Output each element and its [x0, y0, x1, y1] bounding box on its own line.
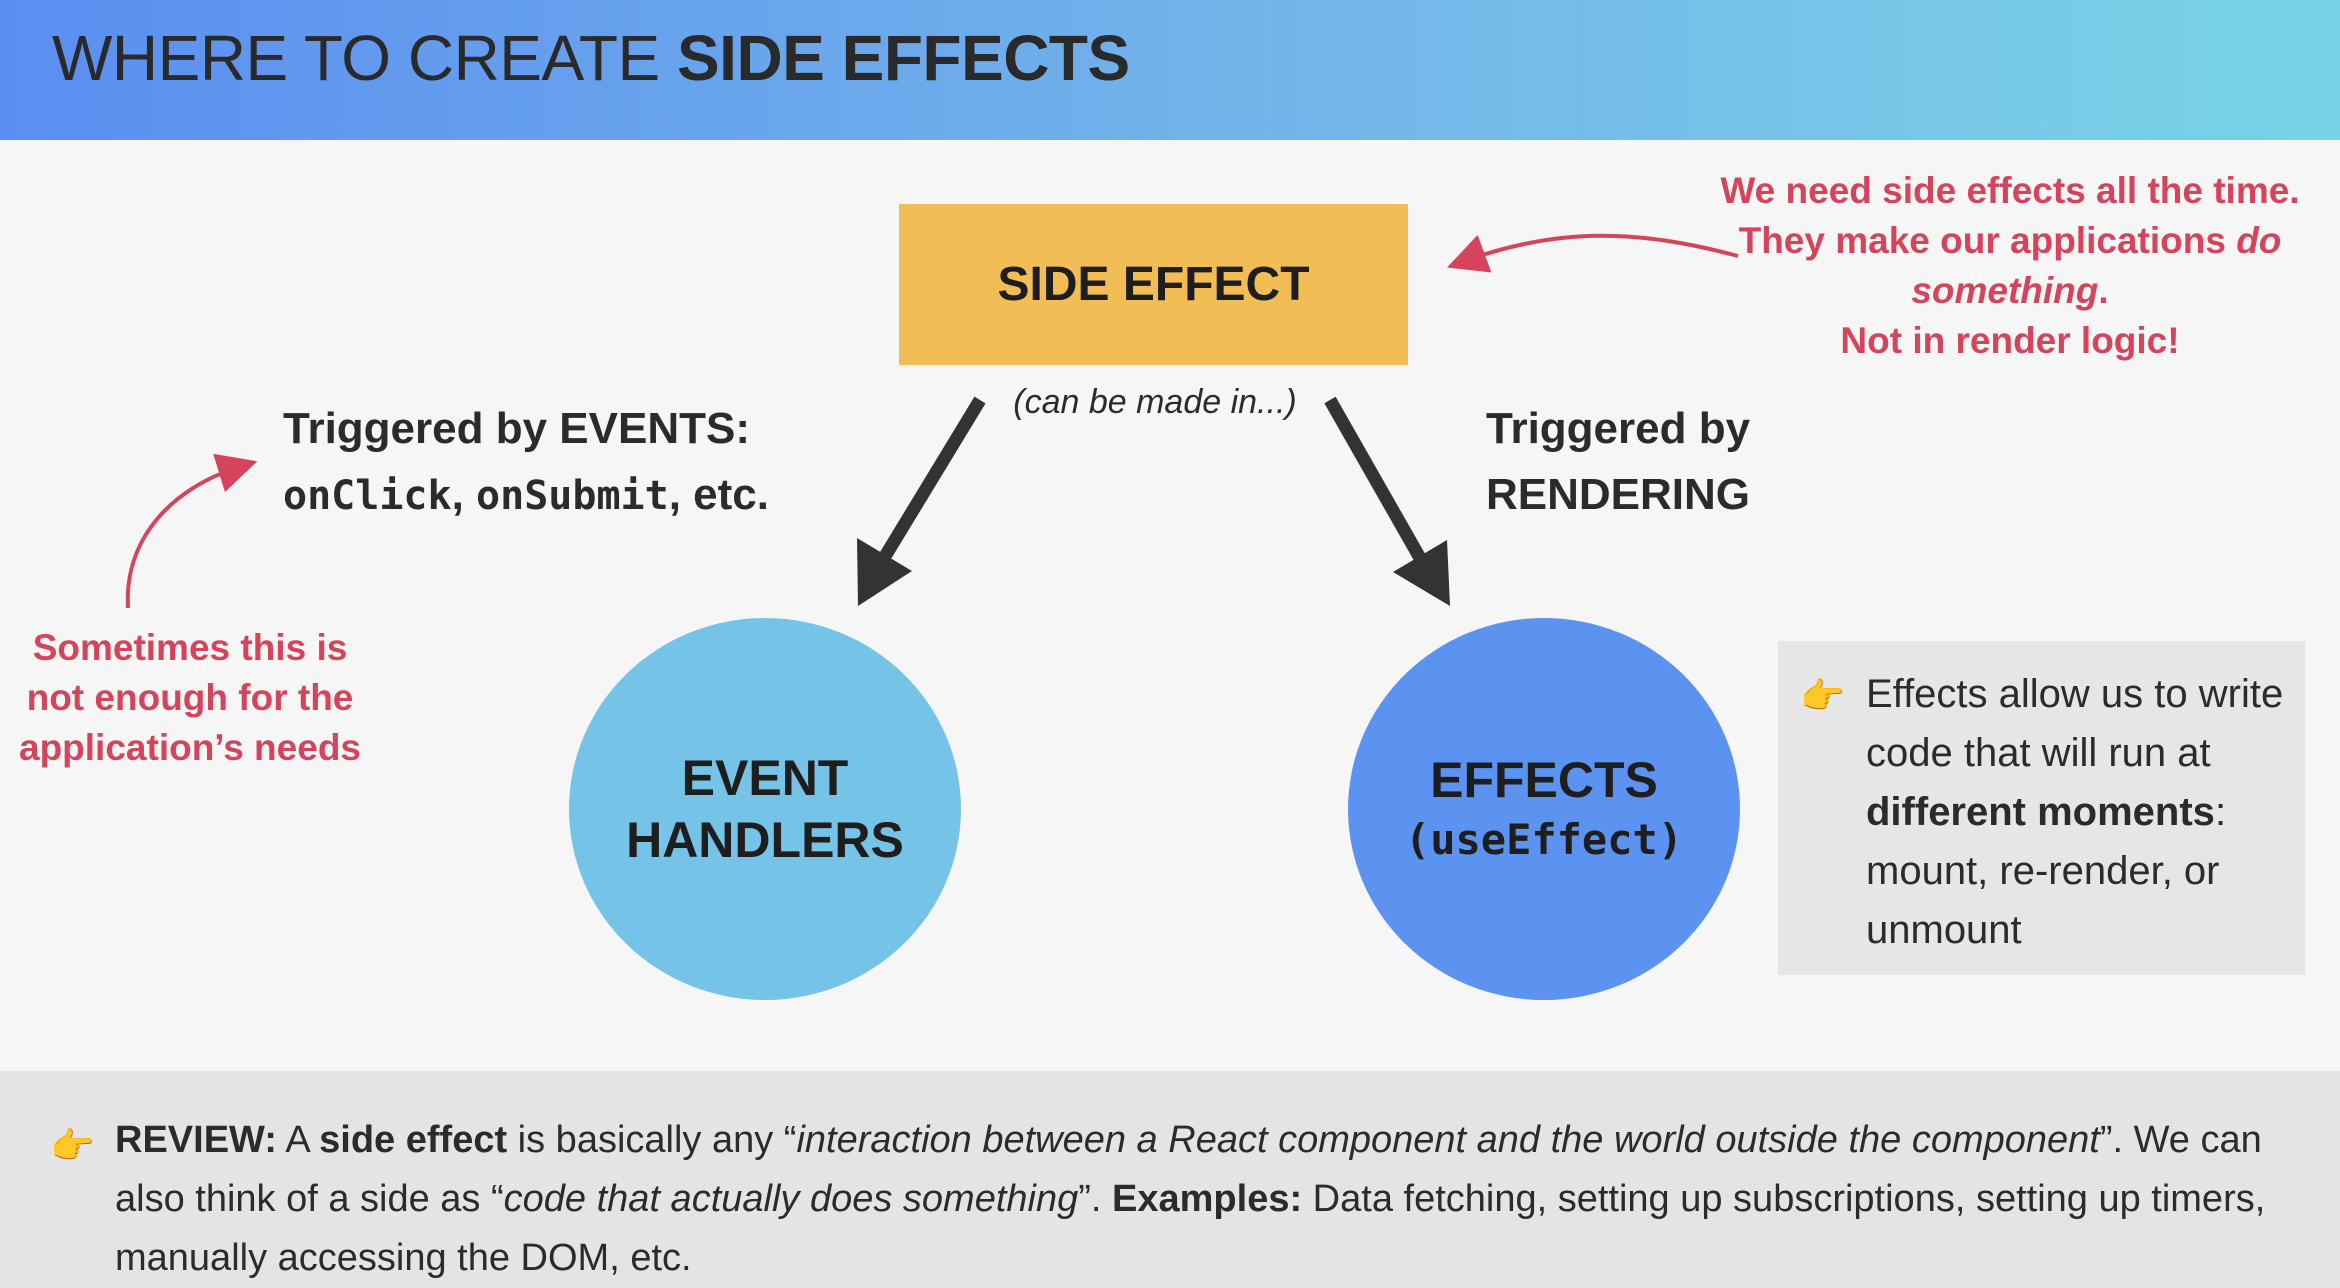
- event-handlers-circle: EVENT HANDLERS: [569, 618, 961, 1000]
- curved-arrow-icon: [1446, 233, 1739, 273]
- page-title: WHERE TO CREATE SIDE EFFECTS: [52, 22, 1130, 94]
- arrow-down-left-icon: [857, 396, 986, 606]
- triggered-by-rendering-text: Triggered by RENDERING: [1486, 404, 1751, 519]
- review-panel: 👉 REVIEW: A side effect is basically any…: [0, 1071, 2340, 1288]
- made-in-label: (can be made in...): [1013, 383, 1297, 421]
- header-banner: WHERE TO CREATE SIDE EFFECTS: [0, 0, 2340, 140]
- not-enough-note: Sometimes this is not enough for the app…: [19, 627, 361, 768]
- arrow-down-right-icon: [1324, 396, 1450, 606]
- curved-arrow-icon: [125, 453, 258, 609]
- effects-note-text: Effects allow us to write code that will…: [1866, 672, 2284, 952]
- pointing-hand-icon: 👉: [1800, 675, 1845, 716]
- pointing-hand-icon: 👉: [50, 1125, 95, 1166]
- effects-note-box: 👉 Effects allow us to write code that wi…: [1778, 641, 2305, 975]
- effects-circle: EFFECTS (useEffect): [1348, 618, 1740, 1000]
- render-logic-note: We need side effects all the time. They …: [1720, 170, 2300, 361]
- side-effect-box: SIDE EFFECT: [899, 204, 1408, 365]
- triggered-by-events-text: Triggered by EVENTS: onClick, onSubmit, …: [283, 404, 769, 519]
- review-text: REVIEW: A side effect is basically any “…: [115, 1119, 2266, 1279]
- side-effect-label: SIDE EFFECT: [997, 258, 1310, 311]
